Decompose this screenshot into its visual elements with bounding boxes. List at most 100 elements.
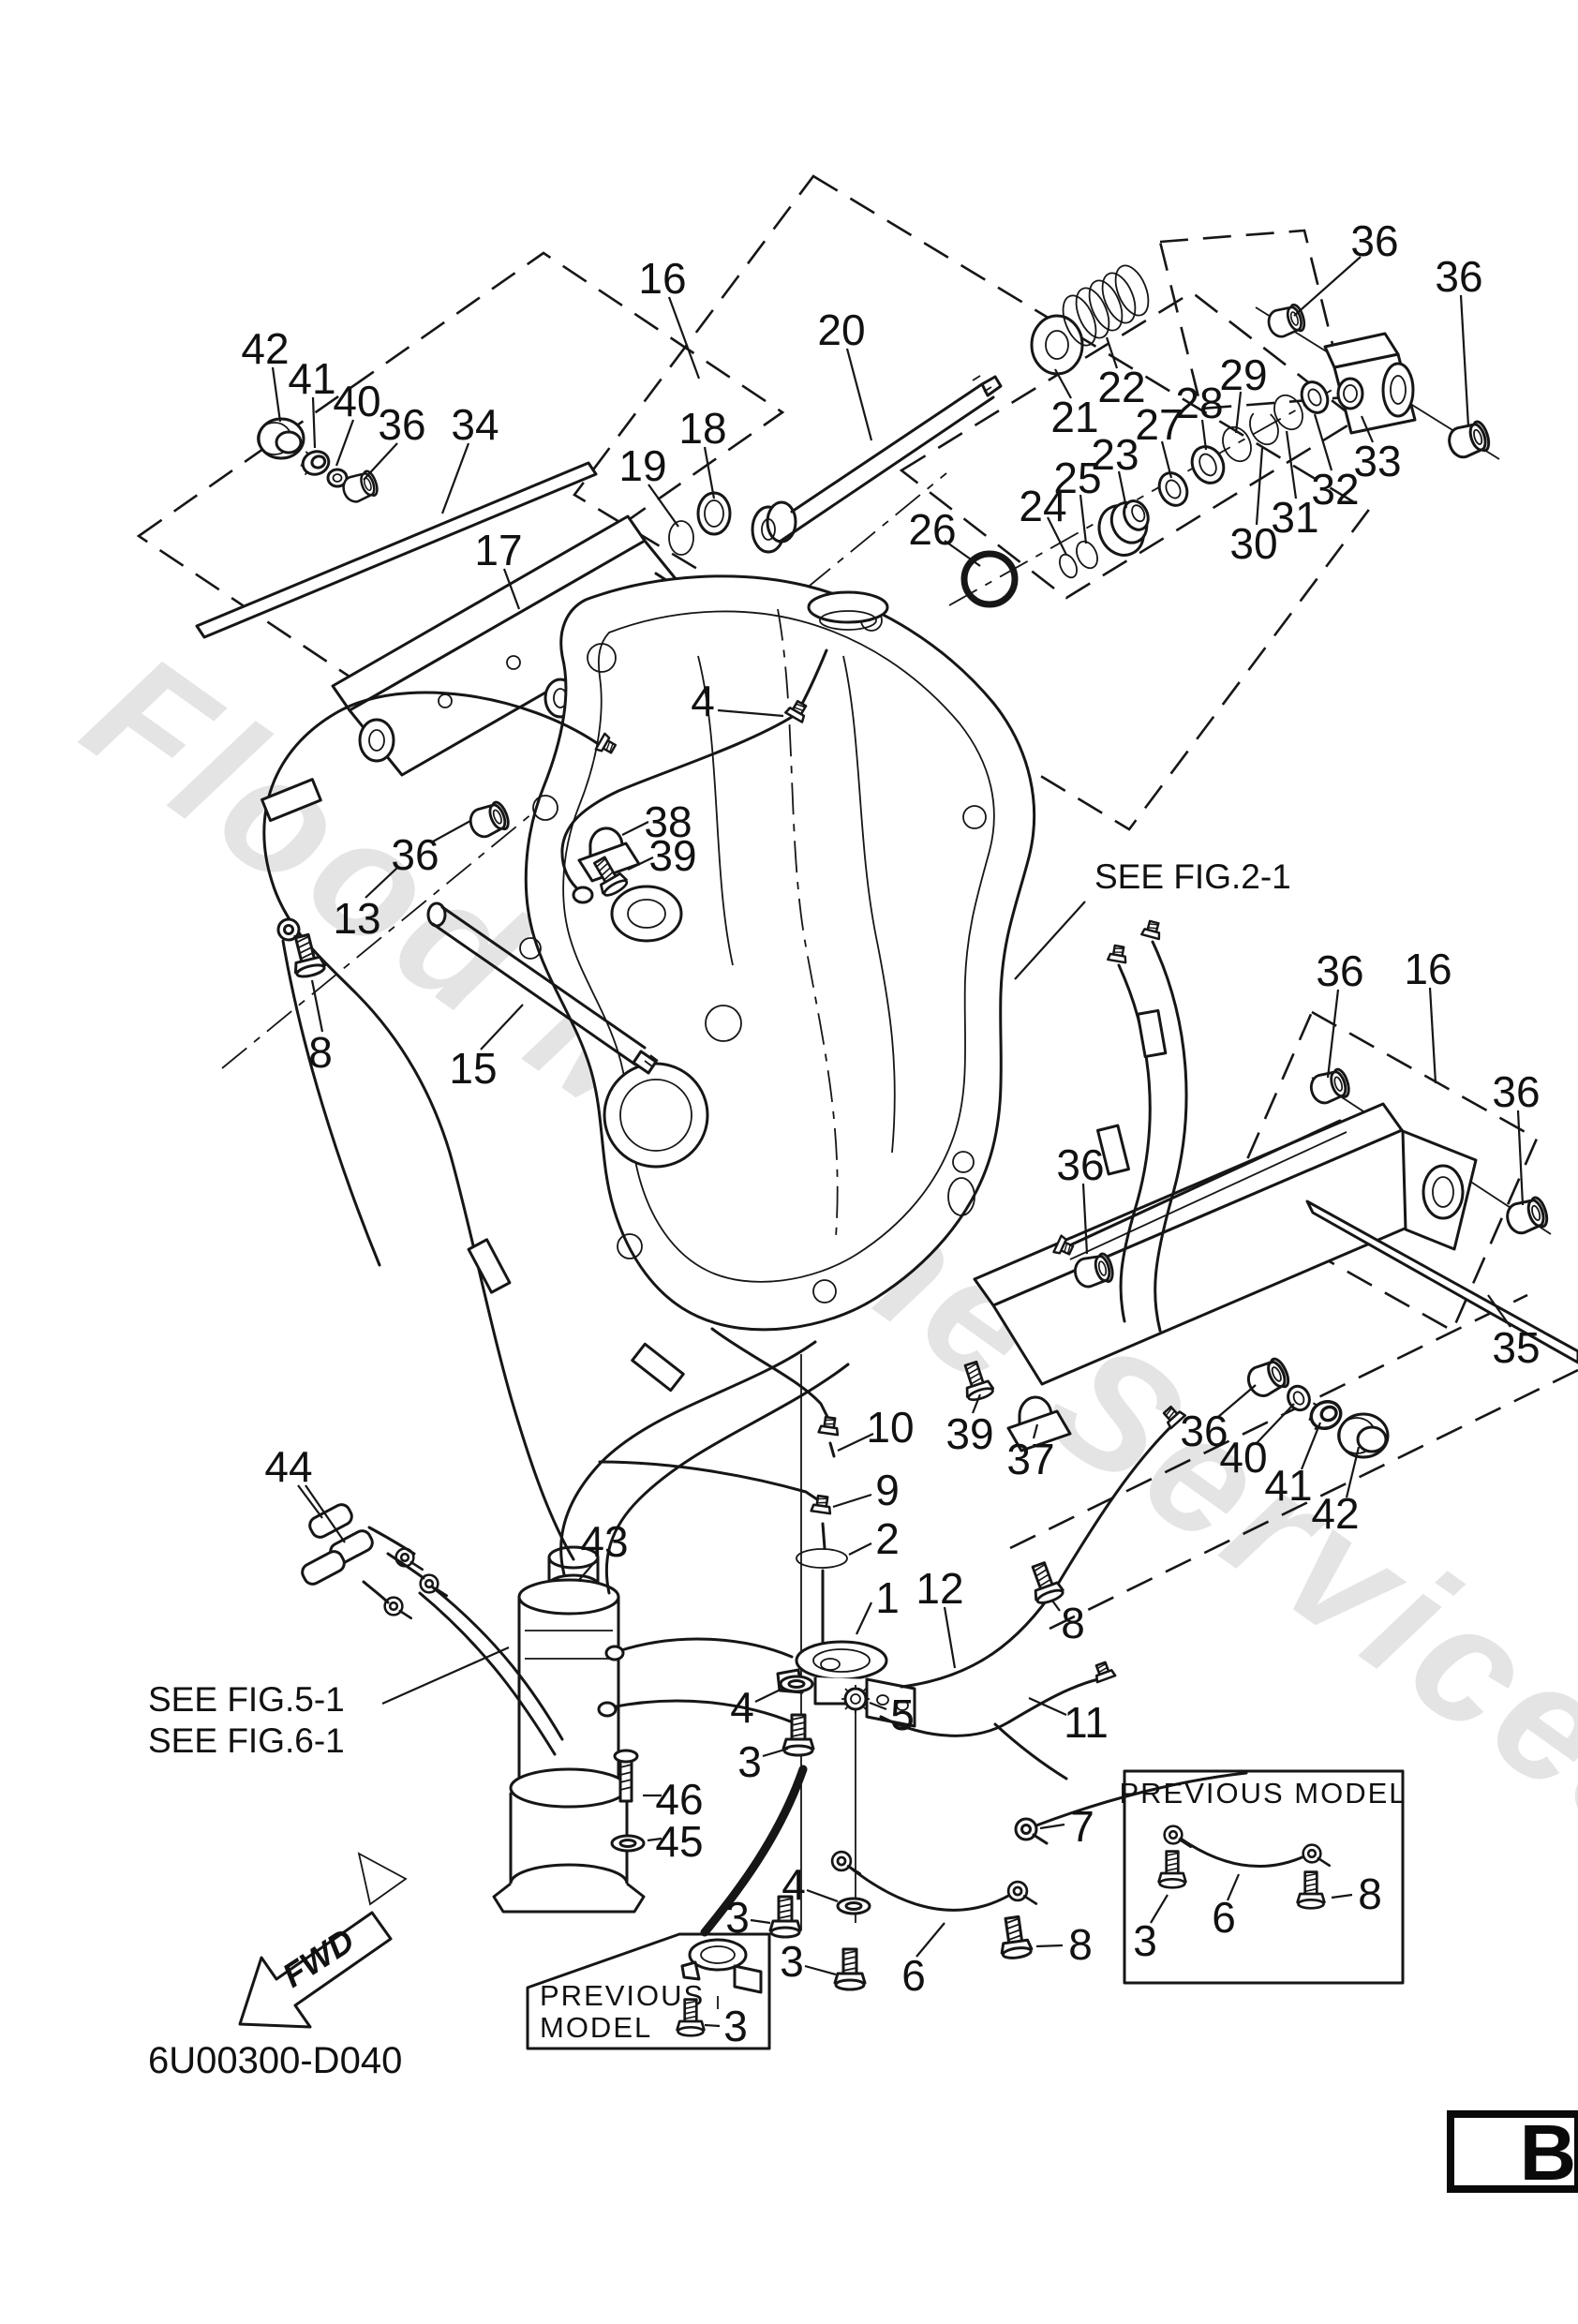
callout-label: 36 (1180, 1407, 1228, 1455)
callout-label: 33 (1353, 437, 1401, 485)
tilt-rod-15 (426, 901, 659, 1075)
cylinder-end-block (1401, 1129, 1478, 1251)
leader-line (1035, 1944, 1064, 1948)
spring-22 (1062, 264, 1150, 347)
leader-line (1256, 1403, 1295, 1444)
callout-label: 11 (1064, 1698, 1109, 1747)
leader-line (1079, 494, 1088, 544)
leader-line (848, 1542, 872, 1556)
callout-label: 4 (691, 677, 715, 725)
pipes-and-joint (598, 1327, 916, 1728)
prev-left-joint (680, 1938, 763, 2009)
leader-line (1051, 1600, 1061, 1612)
leader-line (1255, 447, 1264, 526)
leader-line (578, 1557, 599, 1581)
callout-label: 10 (866, 1403, 914, 1452)
end-block-33 (1323, 332, 1417, 435)
callout-label: 2 (875, 1514, 900, 1563)
callout-label: 39 (945, 1409, 993, 1458)
figure-note: SEE FIG.6-1 (148, 1721, 345, 1760)
lead-wire-6 (847, 1865, 1012, 1912)
page-tab-letter: B (1520, 2108, 1577, 2197)
callout-label: 41 (1264, 1461, 1312, 1510)
leader-line (1150, 1894, 1169, 1924)
callout-label: 38 (644, 797, 692, 846)
anchor-pin-parts (195, 417, 598, 639)
prev-right-title: PREVIOUS MODEL (1119, 1777, 1407, 1810)
callout-label: 24 (1019, 482, 1066, 530)
ground-lead-8-left (275, 916, 381, 1267)
callout-label: 26 (908, 505, 956, 554)
hoses-to-tilt-cylinder (1096, 918, 1188, 1333)
o-ring-2 (796, 1548, 848, 1569)
callout-label: 3 (780, 1937, 804, 1986)
callout-label: 19 (618, 441, 666, 490)
page-tab-box: B (1447, 2108, 1578, 2197)
prev-left-title-1: PREVIOUS (540, 1979, 705, 2012)
callout-label: 8 (1061, 1599, 1085, 1647)
callout-label: 36 (1435, 252, 1482, 301)
leader-line (667, 296, 701, 380)
callout-label: 36 (1350, 216, 1398, 265)
callout-label: 25 (1053, 454, 1101, 502)
kit-boundary-boxes (136, 174, 1578, 1631)
callout-label: 42 (1311, 1489, 1359, 1538)
previous-model-box-right: PREVIOUS MODEL (1119, 1769, 1407, 1985)
leader-line (440, 442, 470, 514)
leader-line (480, 1004, 524, 1050)
leader-line (1331, 1893, 1353, 1899)
leader-line (804, 1964, 837, 1976)
seal-kit-row (960, 302, 1494, 608)
leader-line (502, 568, 521, 610)
hose-bundle (448, 1151, 850, 1724)
leader-line (704, 2023, 721, 2028)
callout-label: 45 (655, 1817, 703, 1866)
callout-label: 3 (737, 1737, 762, 1786)
leader-line (832, 1493, 872, 1509)
callout-label: 22 (1097, 363, 1145, 411)
leader-line (717, 708, 784, 718)
hoses-11-12 (879, 1402, 1186, 1780)
previous-model-box-left: PREVIOUS MODEL (526, 1932, 771, 2050)
callout-label: 37 (1006, 1435, 1054, 1483)
oil-pipe-4 (560, 648, 828, 904)
leader-line (1226, 1873, 1241, 1901)
leader-line (762, 1747, 789, 1758)
lower-right-seal-parts (1242, 1355, 1390, 1459)
callout-label: 27 (1135, 400, 1183, 449)
leader-line (297, 1484, 323, 1519)
shaft-35 (1305, 1199, 1578, 1364)
leader-line (1054, 368, 1072, 399)
leader-line (703, 446, 716, 499)
leader-line (1293, 256, 1362, 317)
leader-line (1234, 391, 1243, 434)
callout-label: 44 (264, 1442, 312, 1491)
leader-line (1285, 430, 1298, 499)
callout-label: 8 (1068, 1920, 1093, 1969)
callout-label: 1 (875, 1573, 900, 1622)
leader-line (1516, 1110, 1525, 1206)
callout-label: 20 (817, 305, 865, 354)
leader-line (305, 1484, 346, 1543)
leader-line (869, 1701, 887, 1711)
leader-line (363, 442, 398, 481)
callout-label: 42 (241, 324, 289, 373)
figure-note: SEE FIG.2-1 (1094, 857, 1291, 896)
callout-label: 6 (1212, 1893, 1236, 1942)
leader-line (1014, 901, 1086, 980)
shaft-34 (195, 461, 598, 639)
callout-label: 13 (333, 894, 380, 943)
callout-label: 43 (580, 1517, 628, 1566)
callout-label: 9 (875, 1466, 900, 1514)
leader-line (845, 348, 873, 441)
leader-line (1345, 1446, 1361, 1498)
leader-line (381, 1646, 510, 1706)
leader-line (1047, 516, 1067, 556)
rod-seals-18-19 (668, 491, 732, 556)
leader-line (1313, 413, 1333, 471)
callout-label: 35 (1492, 1323, 1540, 1372)
leader-line (1081, 1183, 1089, 1255)
piston-rod-20 (751, 264, 1150, 554)
leader-line (943, 1606, 957, 1669)
